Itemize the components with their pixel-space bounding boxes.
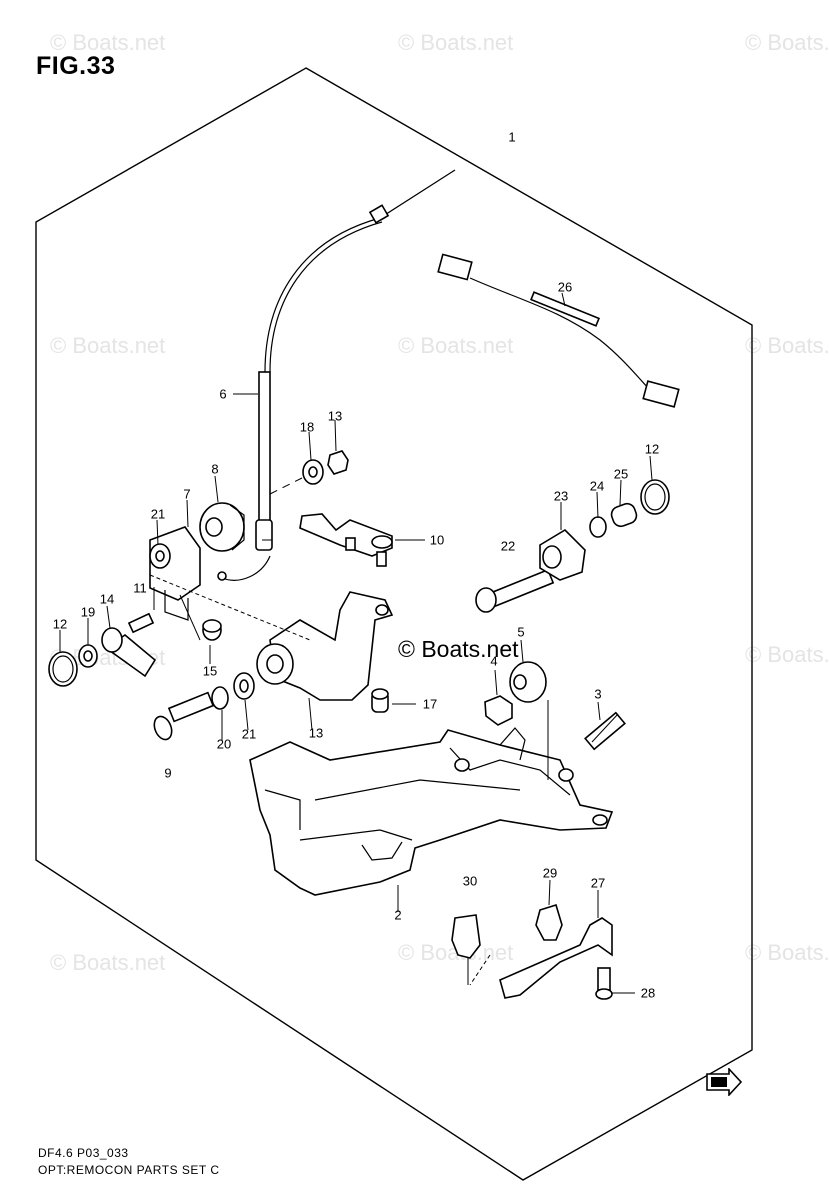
screw-28 — [595, 967, 613, 1000]
fastener-29 — [535, 903, 563, 941]
pin-25 — [610, 502, 638, 528]
watermark-center: © Boats.net — [398, 636, 519, 662]
callout-10: 10 — [429, 532, 445, 548]
callout-12-right: 12 — [644, 441, 660, 457]
callout-23: 23 — [553, 488, 569, 504]
callout-7: 7 — [183, 486, 191, 502]
callout-22: 22 — [500, 538, 516, 554]
callout-15: 15 — [202, 663, 218, 679]
callout-3: 3 — [594, 686, 602, 702]
callout-30: 30 — [462, 873, 478, 889]
lever-bracket-10 — [299, 513, 393, 567]
callout-6: 6 — [219, 386, 227, 402]
joint-23 — [539, 528, 586, 581]
callout-13-arm: 13 — [308, 725, 324, 741]
nut-13 — [327, 450, 349, 475]
washer-24 — [589, 516, 607, 538]
watermark: © Boats.net — [398, 30, 514, 55]
clip-12-right — [640, 479, 670, 515]
callout-27: 27 — [590, 875, 606, 891]
bracket-7 — [149, 526, 201, 621]
bracket-2 — [249, 727, 614, 896]
watermark: © Boats.net — [745, 333, 829, 358]
washer-5 — [509, 661, 547, 703]
watermark: © Boats.net — [50, 950, 166, 975]
callout-5: 5 — [517, 624, 525, 640]
bolt-3 — [584, 711, 626, 751]
shift-arm-13 — [256, 591, 394, 701]
kit-boundary — [35, 67, 753, 1181]
callout-24: 24 — [589, 478, 605, 494]
callout-20: 20 — [216, 736, 232, 752]
watermark: © Boats.net — [398, 333, 514, 358]
clamp-27 — [499, 917, 613, 999]
washer-19 — [78, 644, 98, 668]
callout-13-nut: 13 — [327, 408, 343, 424]
harness-26 — [437, 253, 680, 408]
callout-19: 19 — [80, 604, 96, 620]
callout-9: 9 — [164, 765, 172, 781]
callout-12-left: 12 — [52, 616, 68, 632]
bushing-17 — [371, 688, 389, 713]
fwd-arrow-icon — [706, 1068, 743, 1096]
callout-17: 17 — [422, 696, 438, 712]
figure-code: DF4.6 P03_033 — [38, 1146, 129, 1160]
watermark: © Boats.net — [50, 333, 166, 358]
figure-title: FIG.33 — [36, 52, 116, 80]
callout-29: 29 — [542, 865, 558, 881]
watermark: © Boats.net — [745, 940, 829, 965]
callout-28: 28 — [640, 985, 656, 1001]
bolt-20 — [153, 672, 255, 741]
nut-4 — [484, 695, 513, 726]
callout-2: 2 — [394, 907, 402, 923]
watermark: © Boats.net — [745, 30, 829, 55]
callout-21-upper: 21 — [150, 506, 166, 522]
pin-14 — [101, 612, 157, 678]
callout-11: 11 — [133, 580, 147, 596]
callout-26: 26 — [557, 279, 573, 295]
callout-8: 8 — [211, 461, 219, 477]
watermark: © Boats.net — [50, 30, 166, 55]
callout-14: 14 — [99, 591, 115, 607]
washer-18 — [302, 459, 324, 485]
cable-6 — [217, 169, 456, 581]
callout-25: 25 — [613, 466, 629, 482]
watermark: © Boats.net — [745, 642, 829, 667]
rod-22 — [475, 568, 555, 613]
callout-21-lower: 21 — [241, 726, 257, 742]
figure-caption: OPT:REMOCON PARTS SET C — [38, 1163, 220, 1177]
clip-12-left — [48, 651, 78, 687]
callout-18: 18 — [299, 419, 315, 435]
grommet-8 — [199, 502, 245, 552]
bushing-16 — [202, 619, 222, 641]
callout-1: 1 — [508, 129, 516, 145]
callout-4: 4 — [490, 653, 498, 669]
grommet-30 — [451, 914, 481, 985]
